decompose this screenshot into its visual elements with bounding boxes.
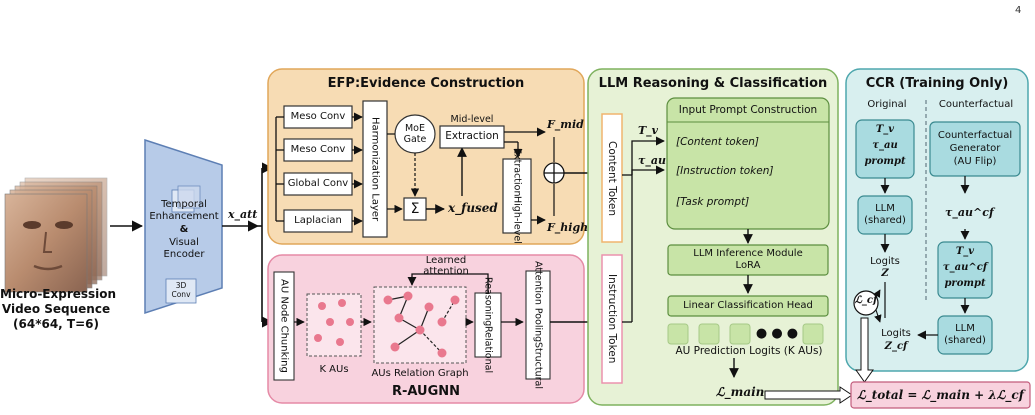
loss-total-label: ℒ_total = ℒ_main + λℒ_cf xyxy=(857,388,1024,402)
inference-line2: LoRA xyxy=(735,260,761,271)
cf-t-au: τ_au^cf xyxy=(942,262,988,273)
f-mid-label: F_mid xyxy=(547,118,584,131)
sum-symbol: Σ xyxy=(410,201,420,217)
cf-logits-label: Logits xyxy=(881,328,911,339)
total-loss-box xyxy=(850,381,1031,409)
cf-llm-shared-line2: (shared) xyxy=(944,335,986,346)
mid-level-line2: Extraction xyxy=(445,130,499,142)
efp-title: EFP:Evidence Construction xyxy=(327,76,525,91)
instruction-token-label: Instruction Token xyxy=(606,274,618,364)
counterfactual-label: Counterfactual xyxy=(938,99,1014,110)
ccr-title: CCR (Training Only) xyxy=(865,76,1009,91)
orig-t-au: τ_au xyxy=(872,140,898,151)
cf-llm-shared-line1: LLM xyxy=(955,323,975,334)
k-au-nodes xyxy=(314,299,354,346)
llm-title: LLM Reasoning & Classification xyxy=(598,76,828,91)
branch-laplacian: Laplacian xyxy=(294,215,342,226)
t-v-label: T_v xyxy=(638,124,659,137)
conv-label-line2: Conv xyxy=(171,290,191,299)
t-au-label: τ_au xyxy=(638,154,667,167)
pooling-line2: Attention Pooling xyxy=(532,260,544,343)
high-level-label: High-level Extraction xyxy=(503,148,531,244)
raugnn-title: R-AUGNN xyxy=(391,384,461,399)
llm-shared-line1: LLM xyxy=(875,203,895,214)
cf-t-v: T_v xyxy=(955,246,975,257)
au-node-chunking-label: AU Node Chunking xyxy=(278,279,290,373)
structural-pooling-label: Structural Attention Pooling xyxy=(526,261,550,389)
llm-shared-line2: (shared) xyxy=(864,215,906,226)
encoder-line1: Temporal xyxy=(161,199,207,210)
loss-main-label: ℒ_main xyxy=(716,385,765,399)
input-caption-line2: Video Sequence xyxy=(1,302,111,316)
generator-line2: Generator xyxy=(949,143,1001,154)
harmonization-layer-label: Harmonization Layer xyxy=(369,116,381,222)
learned-attention-line1: Learned xyxy=(425,255,467,266)
pooling-line1: Structural xyxy=(532,342,544,390)
encoder-line4: Encoder xyxy=(163,249,205,260)
3d-conv-box xyxy=(165,278,197,304)
x-att-label: x_att xyxy=(228,208,258,221)
orig-t-v: T_v xyxy=(875,124,895,135)
high-level-line1: High-level xyxy=(511,196,523,245)
generator-line3: (AU Flip) xyxy=(953,156,997,167)
conv-label-line1: 3D xyxy=(175,281,187,290)
prompt-title: Input Prompt Construction xyxy=(678,104,818,116)
relational-line1: Relational xyxy=(482,326,494,374)
moe-gate-line2: Gate xyxy=(403,134,427,145)
z-label: Z xyxy=(881,268,889,279)
encoder-amp: & xyxy=(179,224,189,235)
visual-encoder-shape xyxy=(144,138,223,315)
x-fused-label: x_fused xyxy=(448,201,498,215)
logits-caption: AU Prediction Logits (K AUs) xyxy=(675,345,823,357)
video-frame-stack xyxy=(4,177,108,293)
inference-line1: LLM Inference Module xyxy=(693,248,803,259)
cf-prompt: prompt xyxy=(944,278,986,289)
branch-global-conv: Global Conv xyxy=(287,178,349,189)
relation-graph-nodes xyxy=(383,291,460,358)
original-label: Original xyxy=(867,99,907,110)
prompt-construction-box xyxy=(666,97,830,230)
encoder-line2: Enhancement xyxy=(149,211,219,222)
loss-cf-label: ℒ_cf xyxy=(854,295,878,306)
logit-squares xyxy=(667,323,824,345)
page-number: 4 xyxy=(1015,5,1022,16)
relational-line2: Reasoning xyxy=(482,276,494,327)
content-token-label: Content Token xyxy=(606,140,618,216)
z-cf-label: Z_cf xyxy=(884,341,908,352)
encoder-cubes xyxy=(171,185,201,213)
prompt-item-instruction: [Instruction token] xyxy=(676,165,774,177)
branch-meso-conv-1: Meso Conv xyxy=(290,111,346,122)
orig-prompt: prompt xyxy=(864,156,906,167)
f-high-label: F_high xyxy=(547,221,589,234)
branch-meso-conv-2: Meso Conv xyxy=(290,144,346,155)
moe-gate-line1: MoE xyxy=(404,123,425,134)
classification-head-label: Linear Classification Head xyxy=(683,300,813,311)
input-caption-line1: Micro-Expression xyxy=(0,287,117,301)
learned-attention-line2: attention xyxy=(423,266,469,277)
logits-label: Logits xyxy=(870,256,900,267)
input-caption-line3: (64*64, T=6) xyxy=(13,317,99,331)
high-level-line2: Extraction xyxy=(511,147,523,197)
t-au-cf-label: τ_au^cf xyxy=(945,206,994,219)
mid-level-line1: Mid-level xyxy=(450,114,494,125)
prompt-item-task: [Task prompt] xyxy=(676,196,750,208)
relation-graph-label: AUs Relation Graph xyxy=(371,368,469,379)
encoder-line3: Visual xyxy=(169,237,199,248)
generator-line1: Counterfactual xyxy=(937,130,1013,141)
logit-ellipsis: ● ● ● xyxy=(755,326,799,341)
prompt-item-content: [Content token] xyxy=(676,136,760,148)
k-aus-label: K AUs xyxy=(319,364,349,375)
relational-reasoning-label: Relational Reasoning xyxy=(475,277,501,373)
